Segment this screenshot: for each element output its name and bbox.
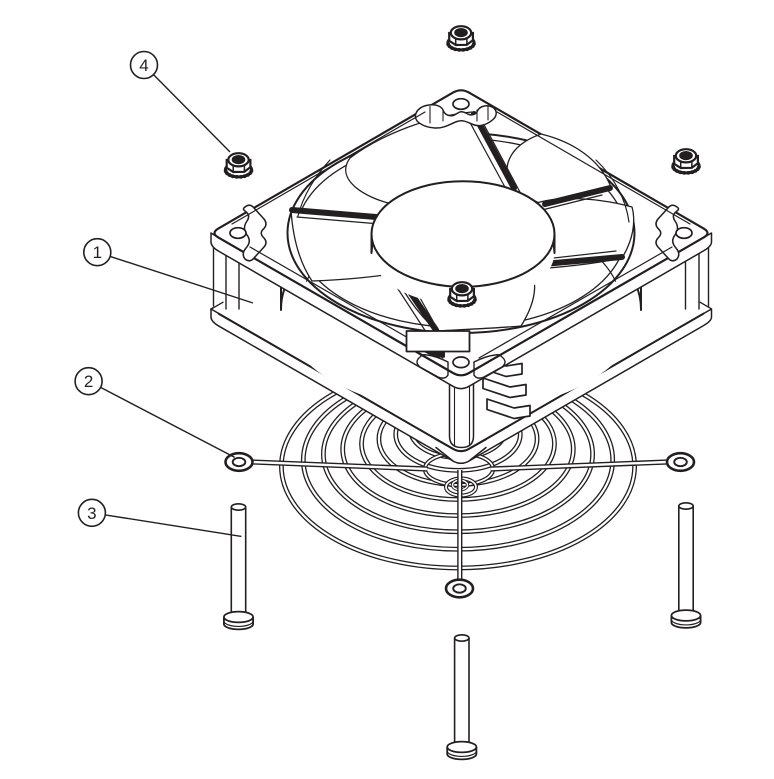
svg-text:1: 1 [93,243,102,262]
svg-text:2: 2 [84,372,93,391]
svg-text:3: 3 [87,504,96,523]
svg-text:4: 4 [139,56,148,75]
